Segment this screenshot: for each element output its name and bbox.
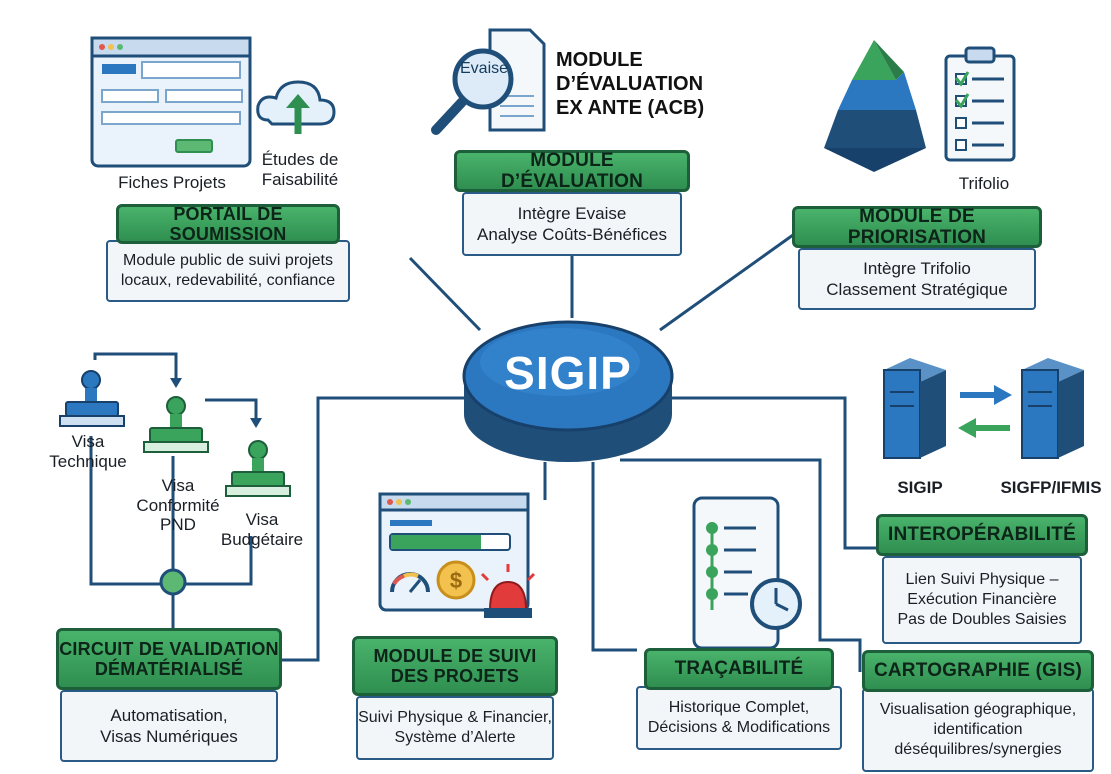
tracabilite-module: TRAÇABILITÉ Historique Complet, Décision… bbox=[636, 648, 842, 750]
suivi-projets-module: MODULE DE SUIVI DES PROJETS Suivi Physiq… bbox=[352, 636, 558, 760]
priorisation-desc: Intègre Trifolio Classement Stratégique bbox=[798, 248, 1036, 310]
etudes-line2: Faisabilité bbox=[261, 169, 339, 189]
stamp-budgetaire-icon bbox=[225, 440, 291, 497]
line-portail bbox=[408, 256, 482, 332]
evaluation-desc-line2: Analyse Coûts-Bénéfices bbox=[477, 225, 667, 244]
priorisation-desc-line2: Classement Stratégique bbox=[826, 280, 1008, 299]
fiches-projets-icon bbox=[90, 36, 252, 168]
magnifier-document-icon bbox=[431, 28, 546, 135]
ex-ante-line3: EX ANTE (ACB) bbox=[556, 97, 705, 119]
line-priorisation bbox=[659, 228, 801, 332]
server-sigip-icon bbox=[883, 358, 946, 459]
evaluation-module: MODULE D’ÉVALUATION Intègre Evaise Analy… bbox=[454, 150, 690, 256]
visa-tech-line2: Technique bbox=[49, 451, 127, 471]
exchange-arrows-icon bbox=[958, 385, 1012, 438]
cartographie-module: CARTOGRAPHIE (GIS) Visualisation géograp… bbox=[862, 650, 1094, 772]
alarm-siren-icon bbox=[480, 564, 536, 618]
visa-conf-line2: Conformité bbox=[136, 495, 220, 515]
interop-desc-line3: Pas de Doubles Saisies bbox=[897, 611, 1067, 628]
cloud-upload-icon bbox=[256, 80, 336, 134]
ex-ante-line2: D’ÉVALUATION bbox=[556, 73, 704, 95]
interop-desc-line1: Lien Suivi Physique – bbox=[905, 571, 1059, 588]
circuit-desc-line2: Visas Numériques bbox=[100, 727, 238, 746]
evaluation-title: MODULE D’ÉVALUATION bbox=[454, 150, 690, 192]
clipboard-checklist-icon bbox=[944, 46, 1016, 162]
portail-module: PORTAIL DE SOUMISSION Module public de s… bbox=[106, 204, 350, 302]
junction-node bbox=[159, 568, 187, 596]
svg-text:$: $ bbox=[450, 568, 462, 593]
evaluation-desc-line1: Intègre Evaise bbox=[517, 203, 627, 223]
arrowhead-visa-1 bbox=[170, 378, 182, 388]
tracabilite-desc-line2: Décisions & Modifications bbox=[647, 719, 831, 736]
suivi-desc-line2: Système d’Alerte bbox=[394, 729, 516, 746]
carto-desc-line3: déséquilibres/synergies bbox=[894, 741, 1062, 758]
circuit-title-line1: CIRCUIT DE VALIDATION bbox=[59, 638, 279, 659]
line-tracabilite bbox=[591, 462, 637, 652]
visa-budg-line1: Visa bbox=[245, 510, 279, 529]
sigip-center-label: SIGIP bbox=[504, 347, 632, 399]
visa-conformite-label: Visa Conformité PND bbox=[126, 476, 230, 535]
fiches-projets-label: Fiches Projets bbox=[118, 173, 226, 192]
interoperabilite-module: INTEROPÉRABILITÉ Lien Suivi Physique – E… bbox=[876, 514, 1088, 644]
line-interop bbox=[666, 396, 876, 550]
portail-desc: Module public de suivi projets locaux, r… bbox=[106, 240, 350, 302]
tracabilite-desc-line1: Historique Complet, bbox=[668, 699, 810, 716]
sigip-server-label: SIGIP bbox=[897, 478, 943, 497]
trifolio-label: Trifolio bbox=[958, 174, 1010, 193]
suivi-title-line1: MODULE DE SUIVI bbox=[373, 645, 537, 666]
etudes-line1: Études de bbox=[261, 150, 339, 169]
tracabilite-desc: Historique Complet, Décisions & Modifica… bbox=[636, 686, 842, 750]
circuit-desc: Automatisation, Visas Numériques bbox=[60, 690, 278, 762]
server-sigfp-icon bbox=[1021, 358, 1084, 459]
priorisation-module: MODULE DE PRIORISATION Intègre Trifolio … bbox=[792, 206, 1042, 310]
visa-conf-line1: Visa bbox=[161, 476, 195, 495]
suivi-title: MODULE DE SUIVI DES PROJETS bbox=[352, 636, 558, 696]
portail-title: PORTAIL DE SOUMISSION bbox=[116, 204, 340, 244]
stamp-conformite-icon bbox=[143, 396, 209, 453]
stamp-technique-icon bbox=[59, 370, 125, 427]
clock-icon bbox=[750, 578, 802, 630]
evaise-badge-label: Evaise bbox=[460, 60, 509, 77]
interop-desc-line2: Exécution Financière bbox=[907, 591, 1057, 608]
portail-desc-line1: Module public de suivi projets bbox=[123, 252, 333, 269]
carto-desc-line1: Visualisation géographique, bbox=[879, 701, 1077, 718]
interoperabilite-desc: Lien Suivi Physique – Exécution Financiè… bbox=[882, 556, 1082, 644]
cartographie-title: CARTOGRAPHIE (GIS) bbox=[862, 650, 1094, 692]
suivi-title-line2: DES PROJETS bbox=[390, 666, 520, 686]
ex-ante-module-title: MODULE D’ÉVALUATION EX ANTE (ACB) bbox=[556, 48, 704, 120]
visa-budg-line2: Budgétaire bbox=[220, 529, 304, 549]
tracabilite-title: TRAÇABILITÉ bbox=[644, 648, 834, 690]
priorisation-title: MODULE DE PRIORISATION bbox=[792, 206, 1042, 248]
interoperabilite-title: INTEROPÉRABILITÉ bbox=[876, 514, 1088, 556]
visa-budgetaire-label: Visa Budgétaire bbox=[212, 510, 312, 549]
evaluation-desc: Intègre Evaise Analyse Coûts-Bénéfices bbox=[462, 192, 682, 256]
cartographie-desc: Visualisation géographique, identificati… bbox=[862, 688, 1094, 772]
portail-desc-line2: locaux, redevabilité, confiance bbox=[120, 272, 336, 289]
line-circuit bbox=[280, 396, 468, 662]
ex-ante-line1: MODULE bbox=[556, 49, 643, 71]
arrow-visa-1 bbox=[93, 352, 178, 380]
circuit-title-line2: DÉMATÉRIALISÉ bbox=[94, 659, 244, 679]
arrowhead-visa-2 bbox=[250, 418, 262, 428]
sigip-hub bbox=[462, 320, 674, 462]
carto-desc-line2: identification bbox=[933, 721, 1023, 738]
circuit-desc-line1: Automatisation, bbox=[110, 705, 228, 725]
suivi-desc: Suivi Physique & Financier, Système d’Al… bbox=[356, 696, 554, 760]
arrow-visa-2 bbox=[205, 398, 258, 420]
pyramid-icon bbox=[824, 40, 926, 172]
sigfp-server-label: SIGFP/IFMIS bbox=[1000, 478, 1102, 497]
circuit-validation-module: CIRCUIT DE VALIDATION DÉMATÉRIALISÉ Auto… bbox=[56, 628, 282, 762]
line-carto bbox=[620, 458, 862, 672]
dashboard-window-icon: $ bbox=[378, 492, 530, 612]
circuit-title: CIRCUIT DE VALIDATION DÉMATÉRIALISÉ bbox=[56, 628, 282, 690]
suivi-desc-line1: Suivi Physique & Financier, bbox=[358, 709, 552, 726]
visa-tech-line1: Visa bbox=[71, 432, 105, 451]
priorisation-desc-line1: Intègre Trifolio bbox=[863, 258, 971, 278]
etudes-faisabilite-label: Études de Faisabilité bbox=[252, 150, 348, 189]
visa-conf-line3: PND bbox=[160, 515, 196, 535]
visa-technique-label: Visa Technique bbox=[40, 432, 136, 471]
